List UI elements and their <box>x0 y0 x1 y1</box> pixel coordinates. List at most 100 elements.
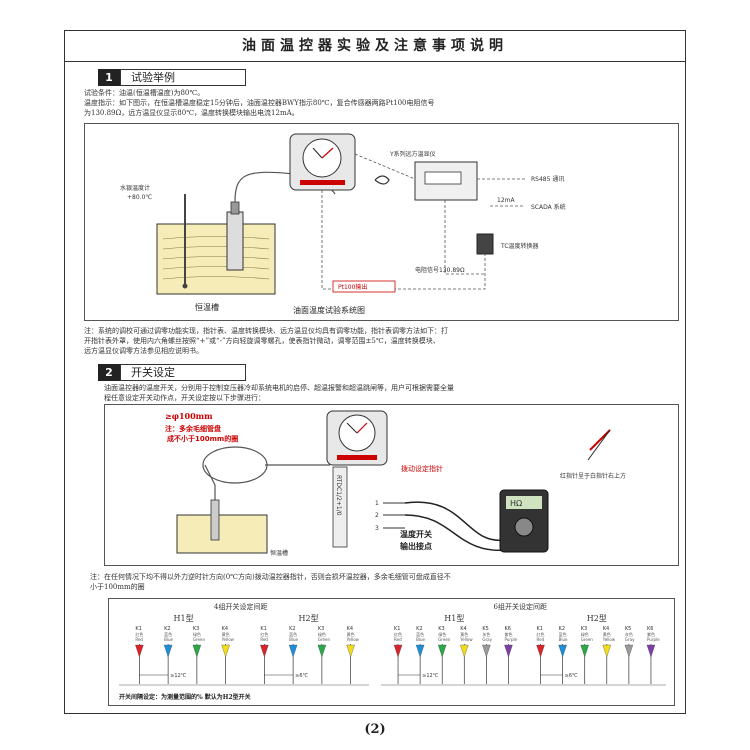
switch-k-label: K1 <box>135 626 141 632</box>
scada-label: SCADA 系统 <box>531 203 566 211</box>
converter-label: TC温度转换器 <box>500 242 539 250</box>
switch-type-label: H2型 <box>587 614 607 623</box>
note-line: 注：系统的调校可通过调零功能实现，指针表、温度转换模块、远方温显仪均具有调零功能… <box>84 327 448 335</box>
switch-color-cn: 绿色 <box>438 631 446 637</box>
switch-color-en: Blue <box>416 637 425 642</box>
constant-temp-bath <box>156 223 276 295</box>
switch-spacing-note: 开关间隔设定：为测量范围的% 默认为H2型开关 <box>119 693 251 701</box>
switch-flag <box>317 644 327 658</box>
terminal-block <box>332 466 348 548</box>
switch-k-label: K2 <box>559 626 565 632</box>
section-2-line: 程任意设定开关动作点，开关设定按以下步骤进行： <box>104 394 265 402</box>
pointer-label: 拨动设定指针 <box>401 464 443 473</box>
switch-k-label: K1 <box>537 626 543 632</box>
section-2-title: 开关设定 <box>120 364 246 381</box>
section-2-line: 油面温控器的温度开关，分别用于控制变压器冷却系统电机的启停、超温报警和超温跳闸等… <box>104 384 454 392</box>
gap-label: ≥12℃ <box>170 673 187 679</box>
diagram-caption: 油面温度试验系统图 <box>293 305 365 315</box>
switch-flag <box>504 644 513 658</box>
switch-k-label: K3 <box>318 626 324 632</box>
switch-color-cn: 红色 <box>260 631 268 637</box>
thermometer-value: +80.0℃ <box>127 194 152 201</box>
switch-color-cn: 紫色 <box>504 631 512 637</box>
switch-flag <box>460 644 469 658</box>
temperature-converter <box>476 233 494 255</box>
current-label: 12mA <box>497 197 515 204</box>
switch-flag <box>482 644 491 658</box>
switch-type-label: H1型 <box>174 614 194 623</box>
switch-color-en: Red <box>394 637 402 642</box>
sensor-probe <box>226 211 244 271</box>
switch-color-cn: 蓝色 <box>416 631 424 637</box>
section-1-line: 试验条件：油温(恒温槽温度)为80℃。 <box>84 89 205 97</box>
switch-flag <box>260 644 269 658</box>
switch-color-cn: 红色 <box>135 631 143 637</box>
switch-color-cn: 蓝色 <box>289 631 297 637</box>
thermometer-label: 水银温度计 <box>120 184 150 192</box>
switch-color-en: Yellow <box>602 637 616 642</box>
switch-k-label: K2 <box>164 626 170 632</box>
section-1-text: 试验条件：油温(恒温槽温度)为80℃。 温度指示：如下图示，在恒温槽温度稳定15… <box>84 88 679 118</box>
switch-k-label: K1 <box>394 626 400 632</box>
switch-color-en: Yellow <box>346 637 360 642</box>
switch-flag <box>415 644 425 658</box>
switch-flag <box>536 644 545 658</box>
section-1-title: 试验举例 <box>120 69 246 86</box>
switch-color-en: Yellow <box>459 637 473 642</box>
switch-flag <box>163 644 173 658</box>
switch-flag <box>602 644 612 658</box>
rs485-label: RS485 通讯 <box>531 175 564 183</box>
gap-label: ≥6℃ <box>565 673 578 679</box>
switch-color-cn: 绿色 <box>318 631 326 637</box>
switch-color-en: Green <box>581 637 594 642</box>
switch-k-label: K6 <box>647 626 653 632</box>
pt100-label: Pt100输出 <box>338 283 367 291</box>
note-line: 开指针表外罩，使用内六角螺丝按照“+”或“-”方向轻旋调零螺孔，使表指针微动，调… <box>84 337 440 345</box>
svg-text:1: 1 <box>375 500 379 507</box>
switch-color-en: Red <box>537 637 545 642</box>
switch-type-label: H1型 <box>444 614 464 623</box>
page-number: (2) <box>364 722 386 737</box>
switch-color-cn: 绿色 <box>581 631 589 637</box>
switch-color-en: Blue <box>164 637 173 642</box>
switch-color-en: Red <box>260 637 268 642</box>
switch-color-en: Blue <box>289 637 298 642</box>
bend-note-line: 成不小于100mm的圈 <box>167 434 238 443</box>
switch-color-cn: 黄色 <box>603 631 611 637</box>
svg-text:3: 3 <box>375 525 379 532</box>
switch-color-en: Green <box>438 637 451 642</box>
gap-label: ≥12℃ <box>422 673 439 679</box>
signal-label: 电阻信号130.89Ω <box>415 266 465 274</box>
switch-k-label: K2 <box>416 626 422 632</box>
svg-text:2: 2 <box>375 512 379 519</box>
switch-k-label: K4 <box>222 626 228 632</box>
terminal-label: RTDC1/2+1/0 <box>335 475 342 516</box>
section-1-line: 为130.89Ω，远方温显仪显示80℃，温度转换模块输出电流12mA。 <box>84 109 299 117</box>
section-2-header: 2 开关设定 <box>98 364 246 381</box>
switch-k-label: K3 <box>581 626 587 632</box>
section-1-line: 温度指示：如下图示，在恒温槽温度稳定15分钟后，油面温控器BWY指示80℃，复合… <box>84 99 435 107</box>
test-system-diagram: 水银温度计 +80.0℃ 恒温槽 Y系列远方温显仪 RS485 通讯 12mA … <box>84 123 679 321</box>
section-2-text: 油面温控器的温度开关，分别用于控制变压器冷却系统电机的启停、超温报警和超温跳闸等… <box>104 383 679 403</box>
switch-flag <box>580 644 589 658</box>
switch-color-en: Red <box>135 637 143 642</box>
note-line: 远方温显仪调零方法参见相应说明书。 <box>84 347 203 355</box>
switch-output-label: 温度开关 <box>400 529 432 539</box>
switch-color-en: Gray <box>482 637 492 642</box>
switch-k-label: K2 <box>289 626 295 632</box>
page-title: 油面温控器实验及注意事项说明 <box>64 30 686 62</box>
switch-k-label: K3 <box>438 626 444 632</box>
switch-flag <box>221 644 230 658</box>
switch-color-en: Green <box>318 637 331 642</box>
switch-k-label: K5 <box>482 626 488 632</box>
switch-flag <box>288 644 298 658</box>
switch-flag <box>393 644 403 658</box>
switch-color-cn: 红色 <box>537 631 545 637</box>
switch-flag <box>646 644 656 658</box>
switch-flag <box>135 644 144 658</box>
switch-flag <box>624 644 634 658</box>
constant-temp-bath-2 <box>176 514 268 554</box>
red-pointer-note: 红指针呈于白指针右上方 <box>560 472 626 480</box>
switch-color-cn: 黄色 <box>222 631 230 637</box>
